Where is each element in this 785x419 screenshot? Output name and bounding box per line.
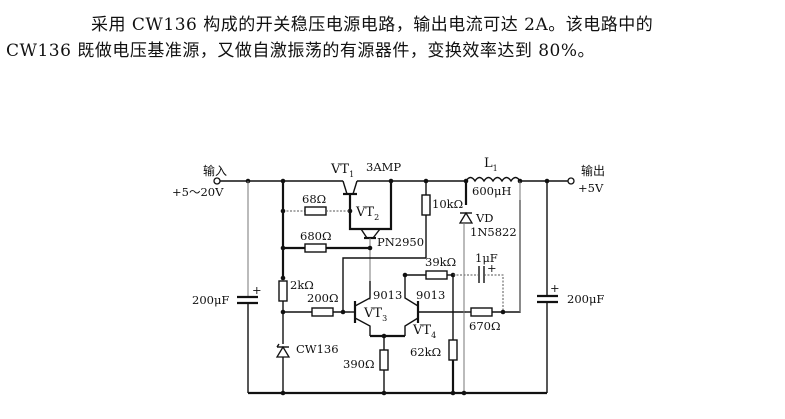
output-label: 输出 — [581, 163, 605, 178]
transistor-vt3 — [350, 281, 371, 336]
resistor-39k — [425, 270, 448, 280]
vt2-label: VT2 — [355, 205, 379, 222]
junction — [381, 390, 387, 396]
inductor-l1 — [465, 176, 521, 183]
vt2-collector-wire — [348, 181, 393, 231]
vt4-label: VT4 — [412, 323, 436, 340]
resistor-62k-label: 62kΩ — [410, 345, 441, 359]
diode-part-label: 1N5822 — [470, 225, 517, 239]
junction — [367, 245, 373, 251]
description-line-1: 采用 CW136 构成的开关稳压电源电路，输出电流可达 2A。该电路中的 — [91, 15, 654, 35]
resistor-200-label: 200Ω — [307, 291, 339, 305]
vt1-label: VT1 — [330, 162, 354, 179]
junction — [347, 208, 353, 214]
resistor-2k-label: 2kΩ — [290, 278, 314, 292]
resistor-680 — [304, 243, 327, 253]
wire — [484, 274, 504, 312]
vt1-part-label: 3AMP — [366, 160, 401, 174]
junction — [450, 390, 456, 396]
vt3-label: VT3 — [363, 306, 387, 323]
capacitor-1uf-label: 1μF — [475, 251, 498, 265]
capacitor-output-label: 200μF — [567, 292, 604, 306]
description-line-2: CW136 既做电压基准源，又做自激振荡的有源器件，变换效率达到 80%。 — [6, 41, 596, 61]
inductor-value-label: 600μH — [472, 184, 511, 198]
capacitor-output — [537, 294, 558, 304]
input-terminal — [213, 177, 221, 185]
resistor-670 — [470, 307, 493, 317]
resistor-2k — [278, 280, 288, 302]
transistor-vt4 — [404, 275, 466, 336]
junction — [280, 275, 286, 281]
diode-vd-label: VD — [475, 211, 494, 225]
resistor-10k — [421, 194, 431, 216]
output-voltage-label: +5V — [578, 181, 604, 195]
output-terminal — [567, 177, 575, 185]
diode-vd — [458, 211, 474, 224]
plus-sign: + — [487, 261, 497, 275]
plus-sign: + — [252, 283, 262, 297]
resistor-670-label: 670Ω — [469, 319, 501, 333]
capacitor-input-label: 200μF — [192, 293, 229, 307]
junction — [280, 390, 286, 396]
resistor-39k-label: 39kΩ — [425, 255, 456, 269]
resistor-10k-label: 10kΩ — [432, 197, 463, 211]
capacitor-1uf — [478, 266, 485, 283]
vt3-part-label: 9013 — [373, 288, 402, 302]
inductor-label: L1 — [484, 156, 498, 173]
cw136-label: CW136 — [296, 342, 339, 356]
input-voltage-label: +5～20V — [172, 185, 224, 199]
input-label: 输入 — [203, 163, 227, 178]
cw136-reference — [275, 343, 291, 358]
resistor-62k — [448, 339, 458, 361]
plus-sign: + — [550, 281, 560, 295]
resistor-390-label: 390Ω — [343, 357, 375, 371]
vt2-part-label: PN2950 — [377, 235, 424, 249]
wire — [342, 257, 426, 312]
resistor-390 — [379, 349, 389, 371]
resistor-68-label: 68Ω — [302, 192, 326, 206]
capacitor-input — [237, 295, 258, 305]
vt4-part-label: 9013 — [416, 288, 445, 302]
junction — [500, 309, 506, 315]
resistor-200 — [311, 307, 334, 317]
resistor-680-label: 680Ω — [300, 229, 332, 243]
junction — [461, 390, 467, 396]
resistor-68 — [304, 206, 327, 216]
